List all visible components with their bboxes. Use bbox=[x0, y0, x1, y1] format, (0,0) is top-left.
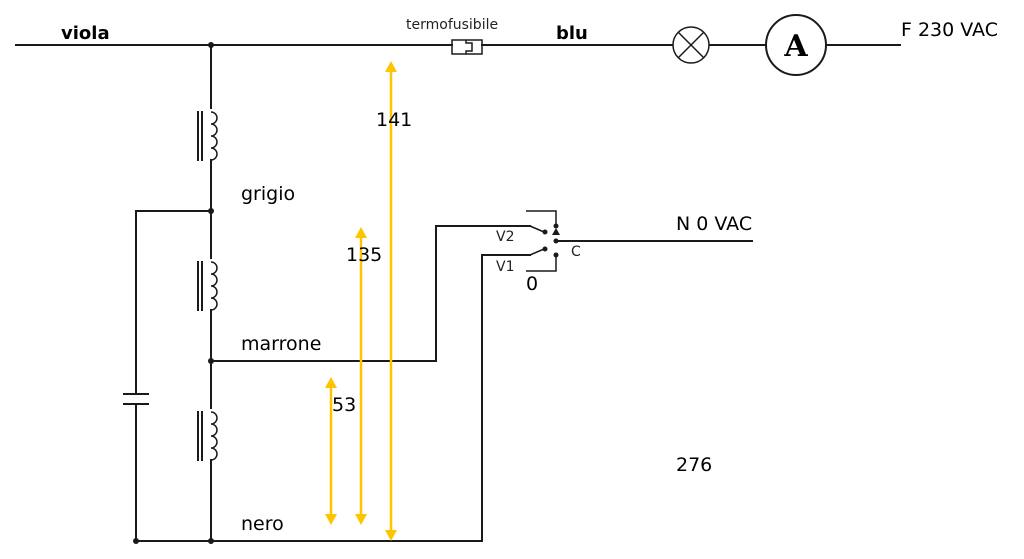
fuse-label: termofusibile bbox=[406, 17, 498, 33]
junction-dot bbox=[208, 538, 214, 544]
capacitor-branch bbox=[135, 210, 212, 542]
supply-phase-label: F 230 VAC bbox=[901, 19, 998, 41]
winding-3-icon bbox=[197, 411, 218, 461]
speed-switch[interactable] bbox=[526, 210, 753, 272]
ammeter-symbol: A bbox=[783, 29, 808, 64]
capacitor-icon bbox=[123, 393, 149, 405]
ammeter-icon: A bbox=[765, 14, 827, 76]
junction-dot bbox=[208, 42, 214, 48]
measure-value-141: 141 bbox=[376, 109, 412, 131]
switch-v1-label: V1 bbox=[496, 259, 514, 275]
marrone-wire bbox=[210, 225, 531, 362]
measure-value-total: 276 bbox=[676, 454, 712, 476]
measure-value-135: 135 bbox=[346, 244, 382, 266]
wire-label-viola: viola bbox=[61, 23, 110, 44]
switch-common-label: C bbox=[571, 244, 581, 260]
measure-arrow-135 bbox=[355, 227, 367, 525]
switch-off-label: 0 bbox=[526, 273, 538, 295]
bottom-bus bbox=[135, 254, 531, 542]
winding-2-icon bbox=[197, 261, 218, 311]
wire-label-grigio: grigio bbox=[241, 183, 295, 205]
switch-v2-label: V2 bbox=[496, 229, 514, 245]
winding-1-icon bbox=[197, 111, 218, 161]
junction-dot bbox=[133, 538, 139, 544]
wire-label-marrone: marrone bbox=[241, 333, 321, 355]
lamp-icon bbox=[672, 26, 710, 64]
measure-value-53: 53 bbox=[332, 394, 356, 416]
measure-arrow-141 bbox=[385, 61, 397, 541]
wire-label-nero: nero bbox=[241, 513, 284, 535]
junction-dot bbox=[208, 208, 214, 214]
wire-label-blu: blu bbox=[556, 23, 588, 44]
thermal-fuse-icon bbox=[451, 39, 483, 55]
supply-neutral-label: N 0 VAC bbox=[676, 213, 752, 235]
junction-dot bbox=[208, 358, 214, 364]
measure-arrow-53 bbox=[325, 377, 337, 525]
